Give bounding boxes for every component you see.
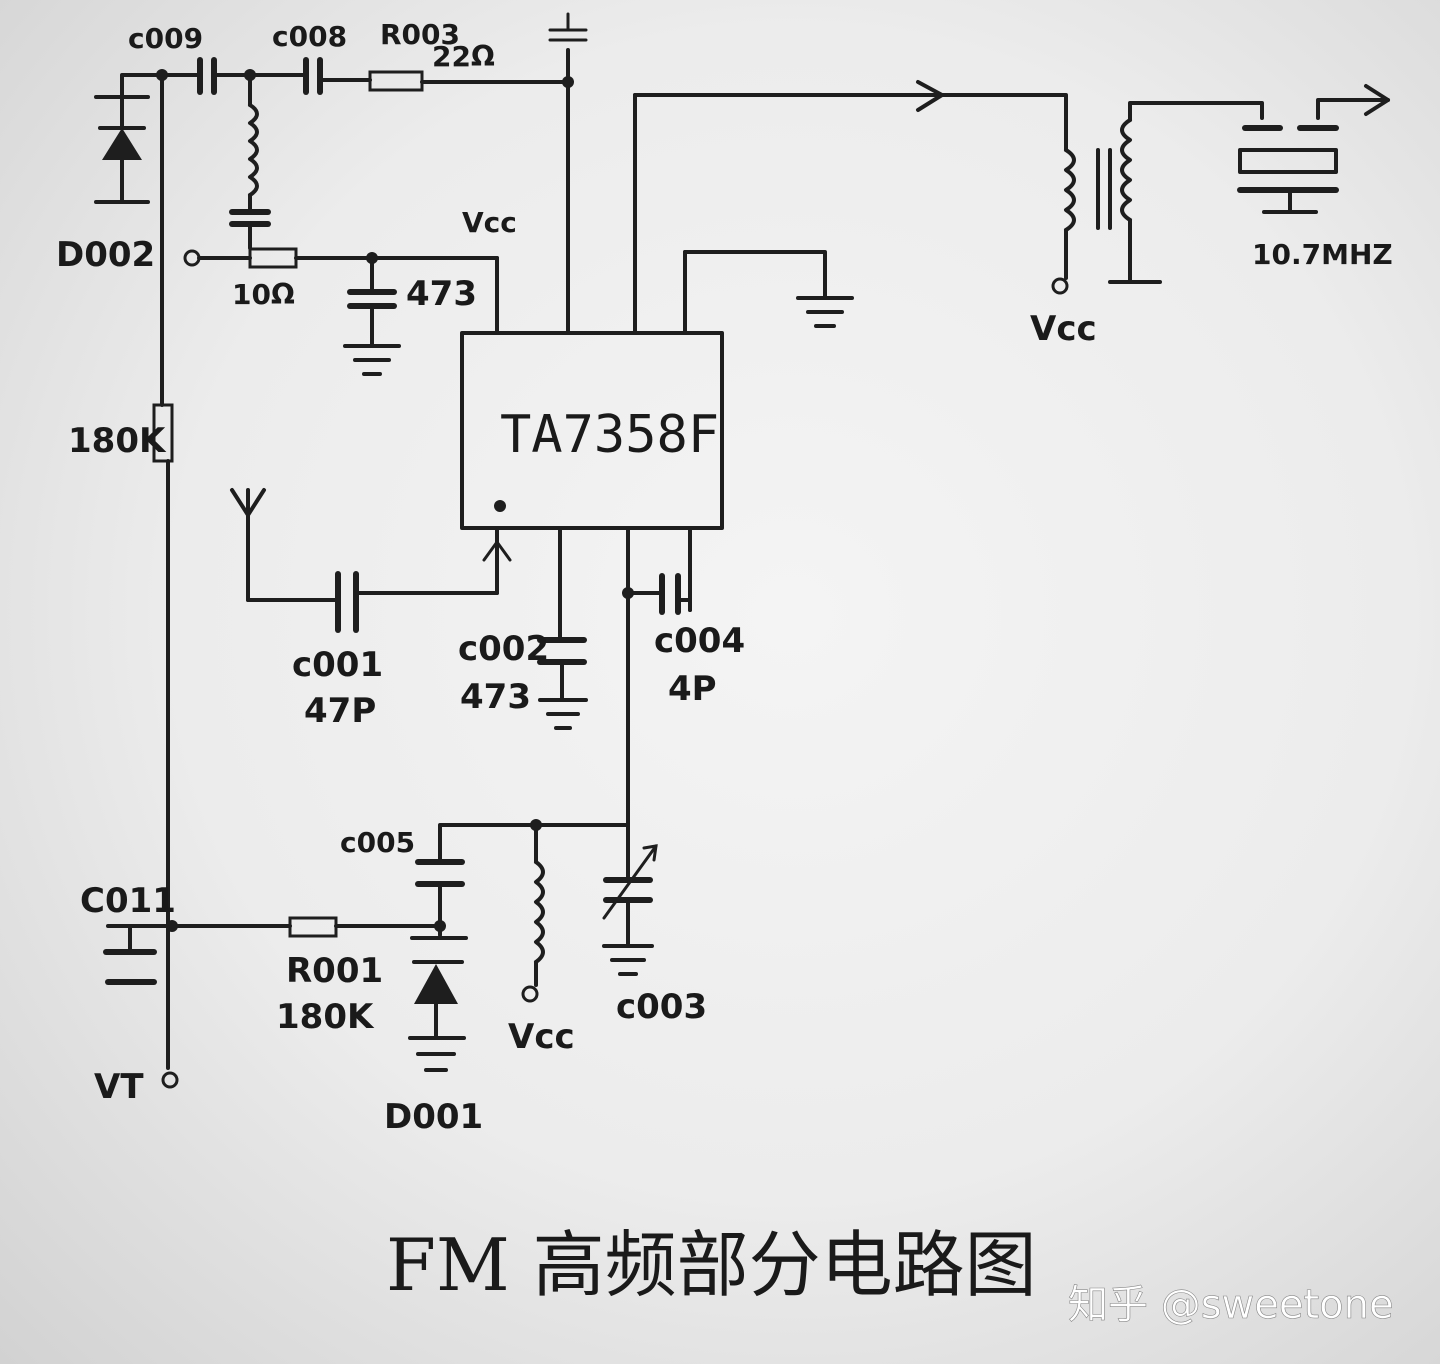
terminal-left (183, 249, 201, 267)
ceramic-filter-body (1238, 148, 1338, 174)
rf-in-arrow (482, 539, 512, 562)
c001-value: 47P (304, 691, 376, 731)
vcc-coil-label: Vcc (508, 1017, 575, 1057)
transformer-primary (1064, 148, 1076, 232)
wire-to-primary (940, 93, 1068, 152)
r001-resistor (288, 916, 338, 938)
vcc-coil-terminal (521, 985, 539, 1003)
c003-trimmer-arrow (602, 844, 658, 920)
junction-osc (562, 76, 574, 88)
d001-label: D001 (384, 1097, 483, 1137)
vcc-top-label: Vcc (462, 206, 517, 239)
freq-label: 10.7MHZ (1252, 238, 1393, 271)
c004-value: 4P (668, 669, 717, 709)
r-180k-resistor (152, 403, 174, 463)
cap-473-label: 473 (406, 274, 477, 314)
ic-pin1-marker (494, 500, 506, 512)
r001-value: 180K (276, 997, 375, 1037)
tank-coil (534, 860, 545, 964)
ic-body (460, 331, 724, 530)
r003-label: R003 (380, 18, 460, 51)
c003-arrow-head (642, 844, 658, 862)
r001-label: R001 (286, 951, 383, 991)
d002-label: D002 (56, 235, 155, 275)
c005-label: c005 (340, 826, 415, 859)
r-10-label: 10Ω (232, 278, 295, 311)
r-180k-label: 180K (68, 421, 167, 461)
wire-secondary-top (1128, 101, 1264, 122)
r003-resistor (368, 70, 424, 92)
vt-terminal[interactable] (161, 1071, 179, 1089)
d002-diode (102, 128, 142, 160)
c002-value: 473 (460, 677, 531, 717)
c011-label: C011 (80, 881, 176, 921)
transformer-secondary (1120, 118, 1132, 222)
wire-filter-out (1316, 98, 1390, 120)
ic-label: TA7358F (500, 405, 719, 465)
wire-ic-ground (683, 250, 827, 298)
wire-c004-right (676, 598, 692, 612)
watermark: 知乎 @sweetone (1068, 1282, 1394, 1328)
c003-label: c003 (616, 987, 707, 1027)
diagram-title: FM 高频部分电路图 (386, 1223, 1037, 1307)
vcc-transformer-label: Vcc (1030, 309, 1097, 349)
d001-diode (414, 964, 458, 1004)
r-10-resistor (248, 247, 298, 269)
c002-label: c002 (458, 629, 549, 669)
c008-label: c008 (272, 20, 347, 53)
c004-label: c004 (654, 621, 745, 661)
c009-label: c009 (128, 22, 203, 55)
junction-d001 (434, 920, 446, 932)
filter-out-arrow (1364, 84, 1390, 116)
wire-tank-top (438, 823, 630, 862)
vt-label: VT (94, 1067, 144, 1107)
wire-d002-top (120, 73, 202, 99)
coil-l1 (248, 103, 259, 197)
r003-value: 22Ω (432, 40, 495, 73)
vcc-transformer-terminal (1051, 277, 1069, 295)
c001-label: c001 (292, 645, 383, 685)
antenna-icon (230, 488, 266, 517)
